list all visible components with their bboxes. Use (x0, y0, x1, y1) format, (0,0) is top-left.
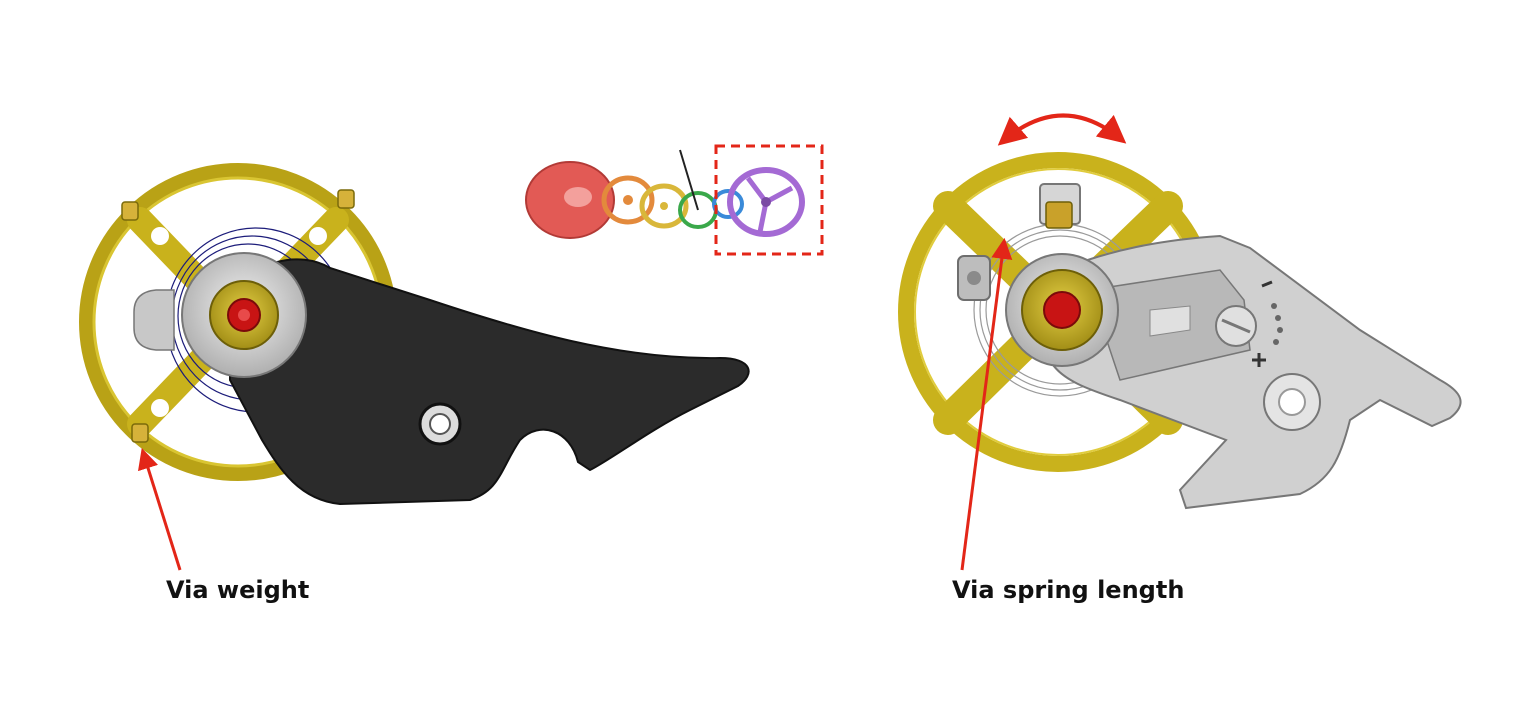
third-wheel (639, 183, 689, 229)
annotation-arrow-spring (960, 237, 1013, 571)
minus-icon (1261, 280, 1273, 288)
balance-hub-left (181, 252, 307, 378)
double-headed-curved-arrow-icon (997, 113, 1127, 146)
center-wheel (601, 175, 655, 225)
balance-wheel-small (727, 167, 805, 237)
regulator-scale-dots (1271, 303, 1283, 345)
caption-via-weight: Via weight (166, 576, 310, 604)
caption-via-spring-length: Via spring length (952, 576, 1185, 604)
balance-hub-right (1005, 253, 1119, 367)
stud-holder (133, 289, 175, 351)
jewel-red-right (1043, 291, 1081, 329)
seconds-arbor (679, 149, 699, 211)
gear-train (525, 149, 805, 239)
regulator-plate-silver (1048, 234, 1462, 510)
highlight-box (714, 144, 824, 256)
plus-icon (1252, 353, 1266, 367)
annotation-arrow-weight (138, 447, 182, 571)
escape-wheel (712, 189, 744, 219)
regulator-lever-black (229, 258, 750, 506)
